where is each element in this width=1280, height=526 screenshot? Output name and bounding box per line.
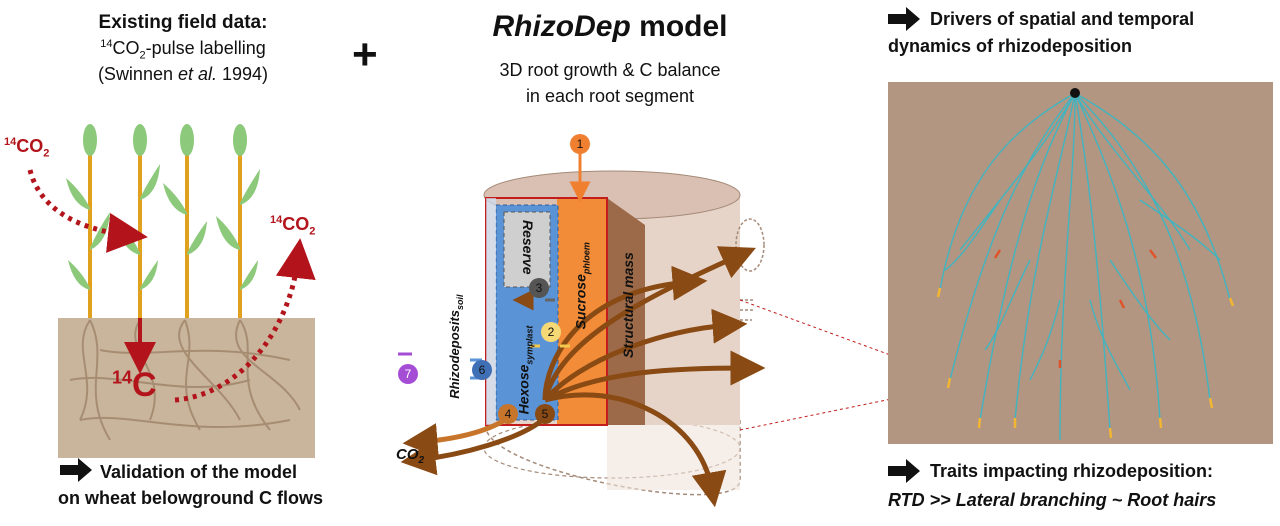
left-bottom-line1: Validation of the model bbox=[100, 462, 298, 482]
plus-sign: + bbox=[352, 30, 378, 79]
exchange-arrows bbox=[398, 289, 570, 380]
right-top-line2: dynamics of rhizodeposition bbox=[888, 36, 1133, 56]
soil-block bbox=[58, 318, 315, 458]
middle-title: RhizoDep model bbox=[492, 10, 728, 43]
process-node-1: 1 bbox=[570, 134, 590, 154]
right-bottom-line2: RTD >> Lateral branching ~ Root hairs bbox=[888, 490, 1217, 510]
right-top-block-arrow bbox=[888, 7, 920, 31]
left-title: Existing field data: bbox=[98, 12, 268, 33]
root-system-panel bbox=[888, 82, 1273, 444]
process-node-2: 2 bbox=[541, 322, 561, 342]
sucrose-label: Sucrosephloem bbox=[572, 242, 592, 330]
process-node-7: 7 bbox=[398, 364, 418, 384]
rhizodeposits-label: Rhizodepositssoil bbox=[447, 294, 465, 399]
structural-label: Structural mass bbox=[620, 252, 636, 358]
hexose-label: Hexosesymplast bbox=[515, 325, 535, 415]
process-node-3: 3 bbox=[529, 278, 549, 298]
left-citation: (Swinnen et al. 1994) bbox=[97, 64, 269, 84]
root-system bbox=[939, 92, 1231, 441]
root-tips bbox=[936, 249, 1235, 439]
left-subtitle: 14CO2-pulse labelling bbox=[100, 38, 266, 62]
left-bottom-line2: on wheat belowground C flows bbox=[58, 488, 323, 508]
right-bottom-line1: Traits impacting rhizodeposition: bbox=[930, 461, 1214, 481]
right-top-line1: Drivers of spatial and temporal bbox=[930, 9, 1195, 29]
c14-label: 14C bbox=[112, 366, 157, 404]
right-bottom-block-arrow bbox=[888, 459, 920, 483]
middle-sub1: 3D root growth & C balance bbox=[499, 60, 721, 80]
co2-in-arrow bbox=[27, 169, 148, 253]
process-node-5: 5 bbox=[535, 404, 555, 424]
co2-out-label: 14CO2 bbox=[270, 214, 316, 238]
reserve-label: Reserve bbox=[520, 220, 536, 275]
process-node-6: 6 bbox=[472, 360, 492, 380]
root-flux-arrows bbox=[400, 246, 766, 508]
left-bottom-block-arrow bbox=[60, 458, 92, 482]
co2-in-label: 14CO2 bbox=[4, 136, 50, 160]
co2-middle-label: CO2 bbox=[396, 446, 425, 466]
root-collar bbox=[1070, 88, 1080, 98]
middle-sub2: in each root segment bbox=[525, 86, 695, 106]
wheat-plants bbox=[66, 124, 260, 318]
process-node-4: 4 bbox=[498, 404, 518, 424]
